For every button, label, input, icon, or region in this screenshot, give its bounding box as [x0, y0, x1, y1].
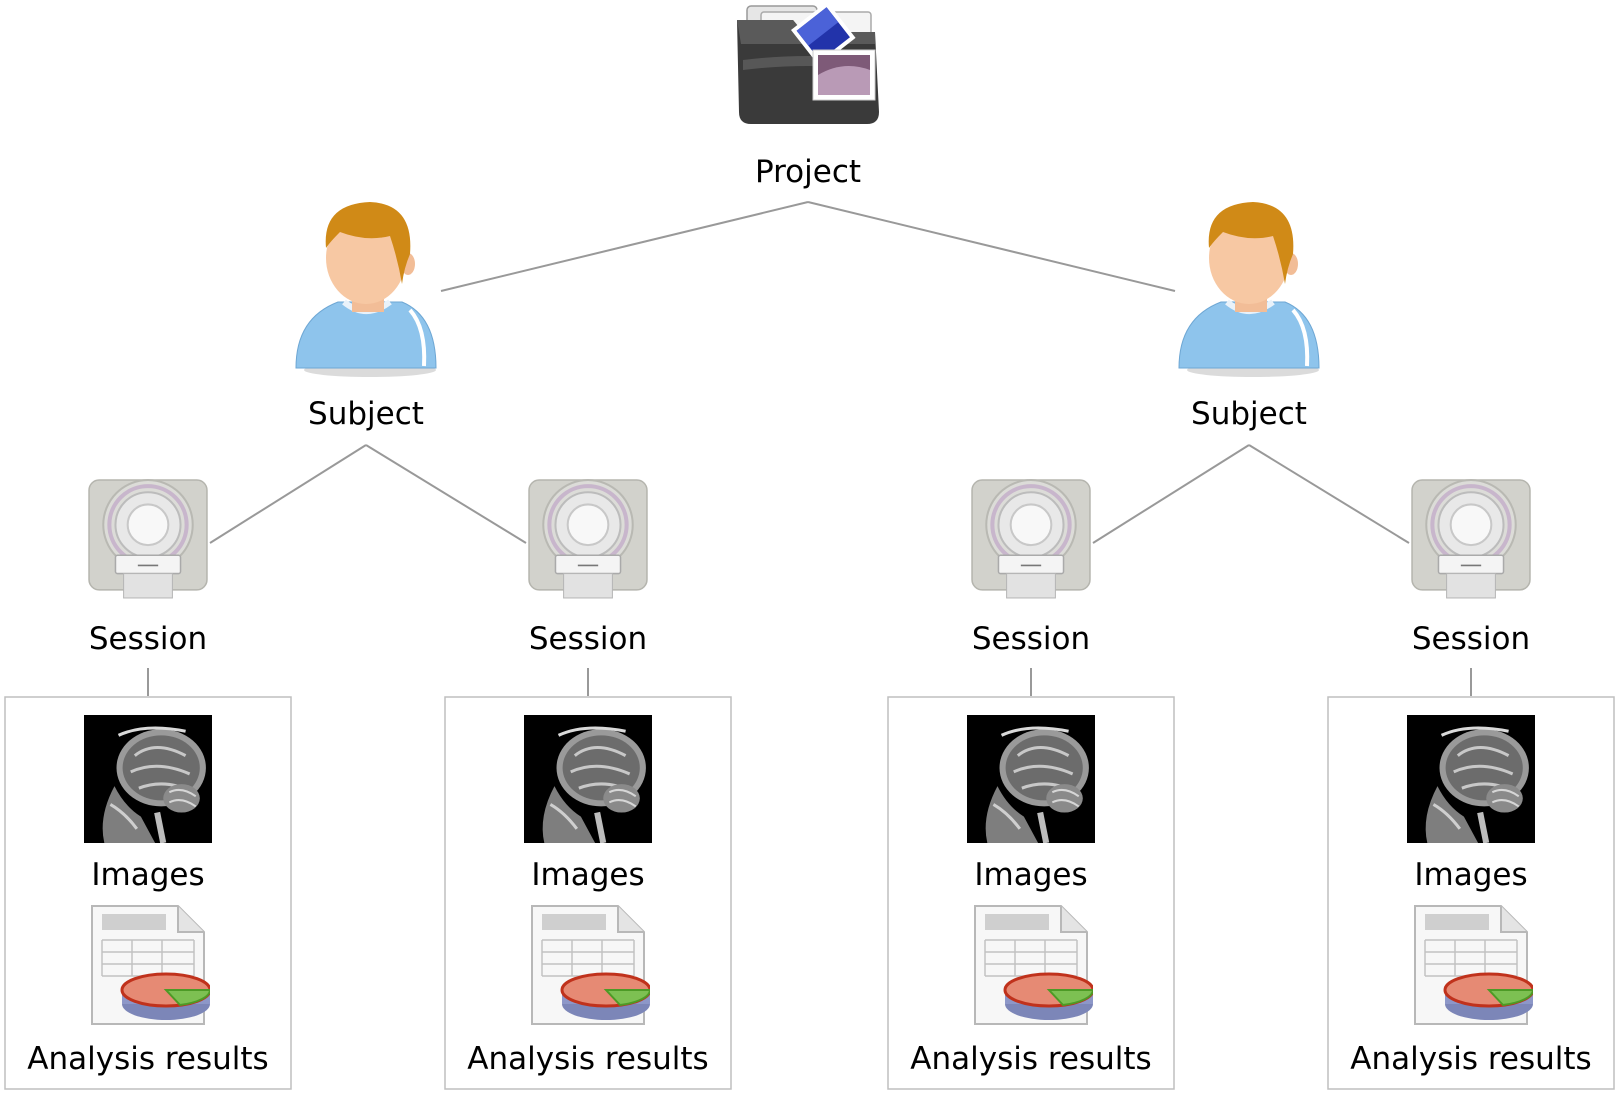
subject-label: Subject: [308, 396, 424, 432]
session-label: Session: [972, 621, 1090, 657]
subject-session-line: [1248, 444, 1410, 544]
person-icon: [1179, 202, 1319, 377]
session-label: Session: [89, 621, 207, 657]
spreadsheet-pie-chart-icon: [1413, 904, 1533, 1026]
session-label: Session: [529, 621, 647, 657]
session-label: Session: [1412, 621, 1530, 657]
mri-scanner-icon: [972, 480, 1090, 598]
analysis-results-label: Analysis results: [910, 1041, 1151, 1077]
analysis-results-label: Analysis results: [467, 1041, 708, 1077]
person-icon: [296, 202, 436, 377]
analysis-results-label: Analysis results: [1350, 1041, 1591, 1077]
subject-session-line: [365, 444, 527, 544]
images-label: Images: [974, 857, 1087, 893]
subject-session-line: [209, 444, 367, 544]
project-subject-line-2: [807, 201, 1176, 292]
subject-session-line: [1092, 444, 1250, 544]
spreadsheet-pie-chart-icon: [90, 904, 210, 1026]
images-label: Images: [1414, 857, 1527, 893]
mri-scanner-icon: [529, 480, 647, 598]
session-content-boxes: [4, 696, 1615, 1090]
folder-icon: [736, 0, 880, 125]
mri-scanner-icon: [89, 480, 207, 598]
project-subject-line-1: [440, 201, 809, 292]
brain-mri-image-icon: [84, 715, 212, 843]
mri-scanner-icon: [1412, 480, 1530, 598]
brain-mri-image-icon: [1407, 715, 1535, 843]
subject-label: Subject: [1191, 396, 1307, 432]
images-label: Images: [91, 857, 204, 893]
connector-lines: [147, 201, 1472, 696]
spreadsheet-pie-chart-icon: [530, 904, 650, 1026]
analysis-results-label: Analysis results: [27, 1041, 268, 1077]
project-label: Project: [755, 154, 861, 190]
images-label: Images: [531, 857, 644, 893]
brain-mri-image-icon: [967, 715, 1095, 843]
brain-mri-image-icon: [524, 715, 652, 843]
spreadsheet-pie-chart-icon: [973, 904, 1093, 1026]
